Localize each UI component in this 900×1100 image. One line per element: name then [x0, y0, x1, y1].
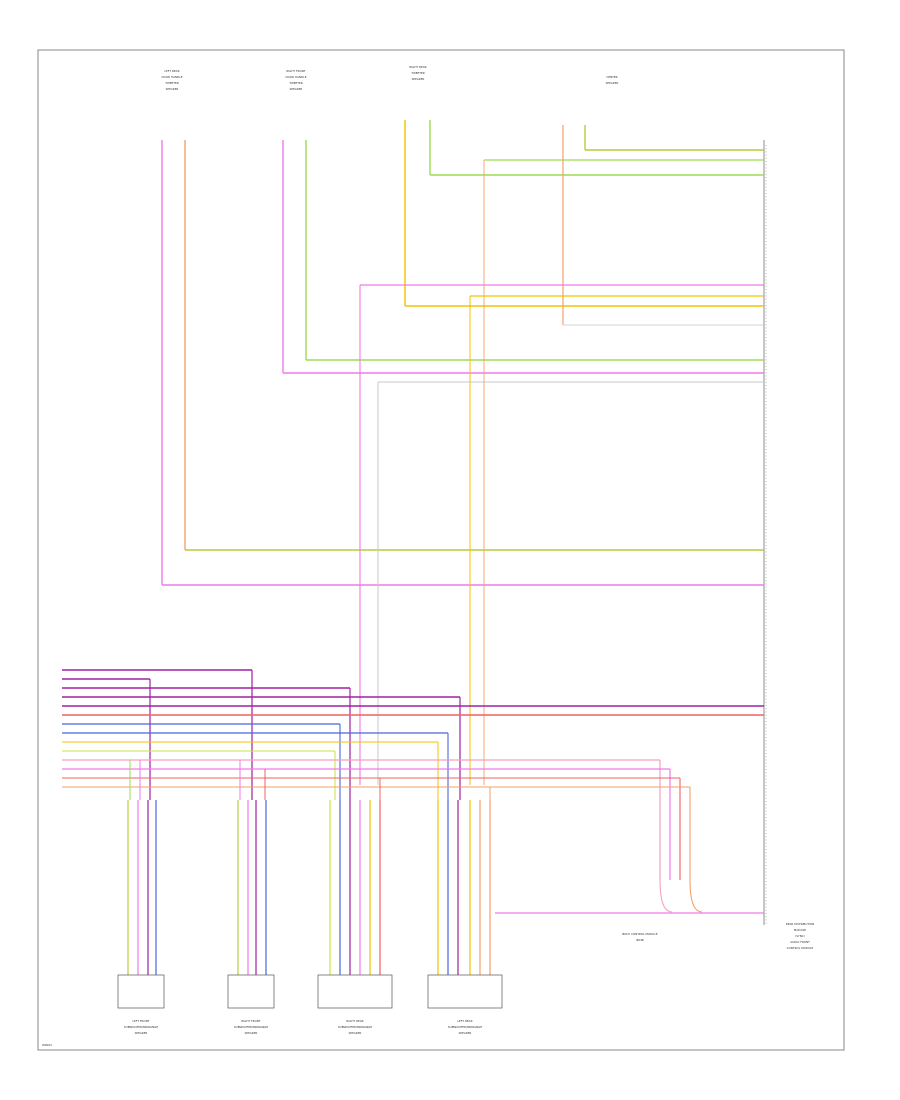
speaker-rf-label-2: SUBWOOFER/MIDRANGE [234, 1025, 268, 1029]
speaker-lf-label-3: SPEAKER [135, 1031, 148, 1035]
speaker-rr: RIGHT REAR SUBWOOFER/MIDRANGE SPEAKER [317, 974, 393, 1035]
left-bus-bundle [62, 669, 764, 880]
harness-center-speaker [359, 125, 764, 785]
bcm-label-1: BODY CONTROL MODULE [622, 932, 658, 936]
component-c1-label-3: TWEETER [164, 81, 178, 85]
component-c3-label-1: RIGHT REAR [409, 65, 426, 69]
right-module-connector [763, 140, 767, 925]
component-c3: RIGHT REAR TWEETER SPEAKER [409, 65, 426, 81]
component-c1-label-1: LEFT REAR [164, 69, 179, 73]
right-module-label-5: CONTROL MODULE [787, 946, 814, 950]
component-c4: CENTER SPEAKER [606, 75, 619, 85]
harness-left-rear-tweeter [161, 140, 764, 586]
speaker-feeds [127, 800, 491, 975]
component-c2-label-3: TWEETER [288, 81, 302, 85]
component-c2: RIGHT FRONT DOOR HANDLE TWEETER SPEAKER [286, 69, 307, 91]
harness-right-front-tweeter [282, 140, 764, 785]
speaker-rf-label-3: SPEAKER [245, 1031, 258, 1035]
right-module-label-1: REAR DISTRIBUTION [786, 922, 814, 926]
diagram-frame [37, 49, 845, 1051]
harness-right-rear-tweeter [404, 120, 764, 785]
right-module-label-3: (SYNC) [795, 934, 805, 938]
speaker-lr-label-2: SUBWOOFER/MIDRANGE [448, 1025, 482, 1029]
bottom-bus [495, 879, 764, 914]
speaker-rf: RIGHT FRONT SUBWOOFER/MIDRANGE SPEAKER [227, 974, 275, 1035]
speaker-lr-label-3: SPEAKER [459, 1031, 472, 1035]
component-c4-label-2: SPEAKER [606, 81, 619, 85]
component-c1: LEFT REAR DOOR HANDLE TWEETER SPEAKER [162, 69, 183, 91]
figure-id: W0003 [42, 1043, 52, 1047]
right-module-label: REAR DISTRIBUTION MODULE (SYNC) AUDIO FR… [786, 922, 814, 950]
right-module-label-4: AUDIO FRONT [790, 940, 810, 944]
speaker-rf-label-1: RIGHT FRONT [241, 1019, 260, 1023]
speaker-lf-label-2: SUBWOOFER/MIDRANGE [124, 1025, 158, 1029]
speaker-lf: LEFT FRONT SUBWOOFER/MIDRANGE SPEAKER [117, 974, 165, 1035]
speaker-rr-label-3: SPEAKER [349, 1031, 362, 1035]
speaker-lf-label-1: LEFT FRONT [132, 1019, 149, 1023]
component-c1-label-4: SPEAKER [166, 87, 179, 91]
bcm-label: BODY CONTROL MODULE (BCM) [622, 932, 658, 942]
component-c1-label-2: DOOR HANDLE [162, 75, 183, 79]
component-c4-label-1: CENTER [606, 75, 617, 79]
bcm-label-2: (BCM) [636, 938, 644, 942]
speaker-rr-label-2: SUBWOOFER/MIDRANGE [338, 1025, 372, 1029]
component-c2-label-2: DOOR HANDLE [286, 75, 307, 79]
component-c2-label-1: RIGHT FRONT [286, 69, 305, 73]
speaker-lr: LEFT REAR SUBWOOFER/MIDRANGE SPEAKER [427, 974, 503, 1035]
speaker-rr-label-1: RIGHT REAR [346, 1019, 363, 1023]
component-c3-label-3: SPEAKER [412, 77, 425, 81]
speaker-lr-label-1: LEFT REAR [457, 1019, 472, 1023]
right-module-label-2: MODULE [794, 928, 806, 932]
component-c3-label-2: TWEETER [410, 71, 424, 75]
component-c2-label-4: SPEAKER [290, 87, 303, 91]
